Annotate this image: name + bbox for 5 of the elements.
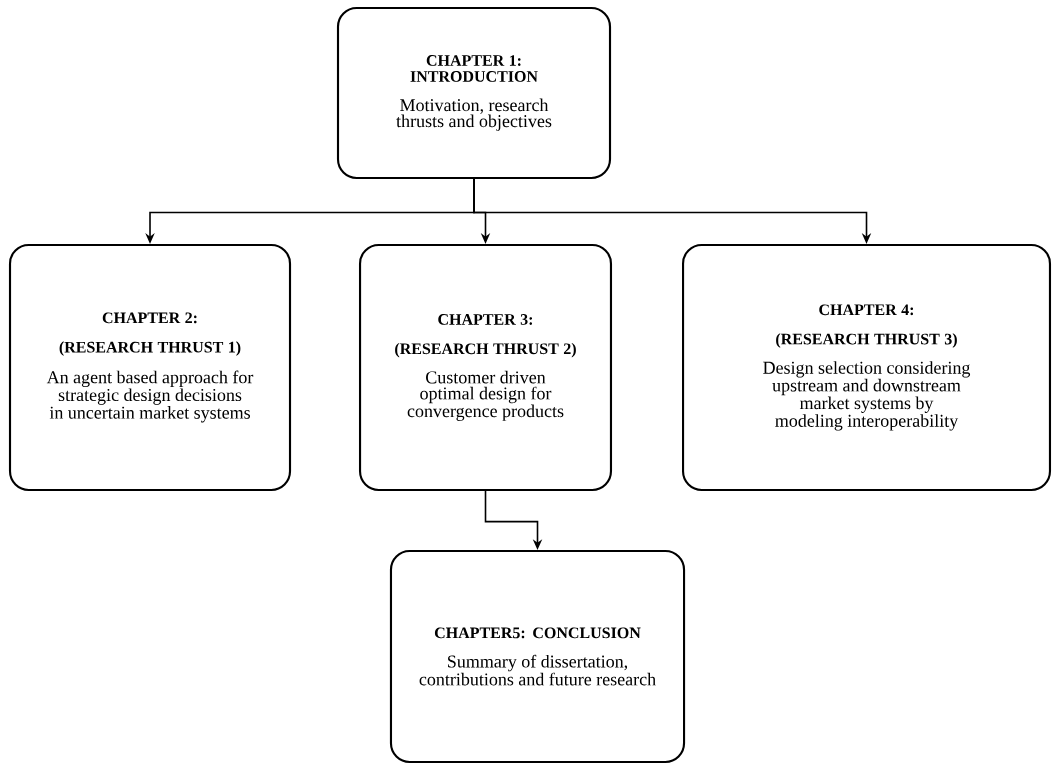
chapter-box: CHAPTER5: CONCLUSION Summary of dissertation, contributions and future research <box>389 549 686 764</box>
chapter-box: CHAPTER 2: (RESEARCH THRUST 1) An agent based approach for strategic design decisions in uncertain market systems <box>8 243 292 492</box>
chapter-box: CHAPTER 4: (RESEARCH THRUST 3) Design selection considering upstream and downstream market systems by modeling interoperability <box>681 243 1052 492</box>
chapter-box: CHAPTER 1: INTRODUCTION Motivation, research thrusts and objectives <box>336 6 612 180</box>
chapter-box: CHAPTER 3: (RESEARCH THRUST 2) Customer driven optimal design for convergence products <box>358 243 613 492</box>
